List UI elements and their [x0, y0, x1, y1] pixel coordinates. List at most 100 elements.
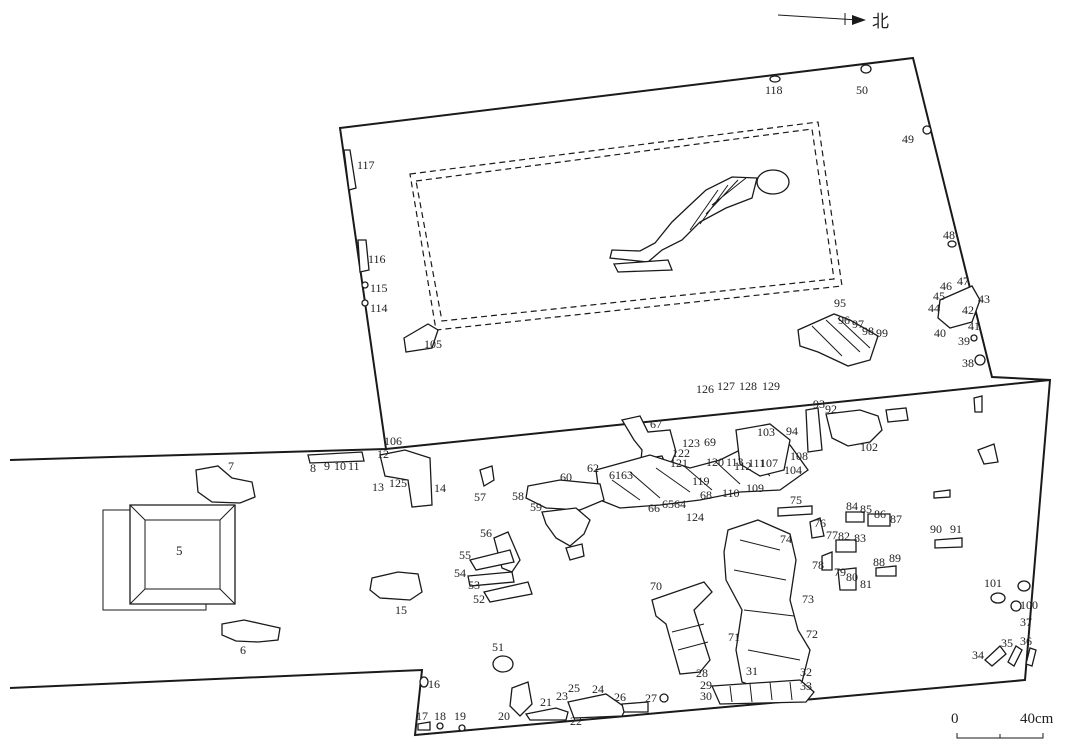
label-90: 90	[930, 522, 942, 536]
label-8: 8	[310, 461, 316, 475]
label-9: 9	[324, 459, 330, 473]
label-119: 119	[692, 474, 710, 488]
label-124: 124	[686, 510, 704, 524]
label-35: 35	[1001, 636, 1013, 650]
label-97: 97	[852, 317, 864, 331]
label-84: 84	[846, 499, 858, 513]
label-103: 103	[757, 425, 775, 439]
label-50: 50	[856, 83, 868, 97]
label-80: 80	[846, 570, 858, 584]
label-121: 121	[670, 456, 688, 470]
label-14: 14	[434, 481, 446, 495]
label-34: 34	[972, 648, 984, 662]
label-100: 100	[1020, 598, 1038, 612]
label-47: 47	[957, 274, 969, 288]
label-31: 31	[746, 664, 758, 678]
label-78: 78	[812, 558, 824, 572]
label-98: 98	[862, 324, 874, 338]
label-79: 79	[834, 565, 846, 579]
label-26: 26	[614, 690, 626, 704]
label-65: 65	[662, 497, 674, 511]
label-17: 17	[416, 709, 428, 723]
label-104: 104	[784, 463, 802, 477]
scale-zero-label: 0	[951, 711, 959, 727]
label-105: 105	[424, 337, 442, 351]
label-82: 82	[838, 529, 850, 543]
label-71: 71	[728, 630, 740, 644]
label-68: 68	[700, 488, 712, 502]
label-62: 62	[587, 461, 599, 475]
label-29: 29	[700, 678, 712, 692]
label-43: 43	[978, 292, 990, 306]
label-23: 23	[556, 689, 568, 703]
scale-end-label: 40cm	[1020, 711, 1054, 727]
coffin-outline	[409, 121, 843, 331]
label-25: 25	[568, 681, 580, 695]
label-102: 102	[860, 440, 878, 454]
label-57: 57	[474, 490, 486, 504]
label-7: 7	[228, 459, 234, 473]
label-28: 28	[696, 666, 708, 680]
label-24: 24	[592, 682, 604, 696]
label-96: 96	[838, 313, 850, 327]
label-55: 55	[459, 548, 471, 562]
label-99: 99	[876, 326, 888, 340]
label-112: 112	[734, 459, 752, 473]
label-93: 93	[813, 397, 825, 411]
label-81: 81	[860, 577, 872, 591]
label-83: 83	[854, 531, 866, 545]
label-27: 27	[645, 691, 657, 705]
label-48: 48	[943, 228, 955, 242]
label-40: 40	[934, 326, 946, 340]
label-33: 33	[800, 679, 812, 693]
label-20: 20	[498, 709, 510, 723]
label-77: 77	[826, 528, 838, 542]
label-61: 61	[609, 468, 621, 482]
label-110: 110	[722, 486, 740, 500]
label-106: 106	[384, 434, 402, 448]
label-91: 91	[950, 522, 962, 536]
label-89: 89	[889, 551, 901, 565]
label-15: 15	[395, 603, 407, 617]
label-39: 39	[958, 334, 970, 348]
label-117: 117	[357, 158, 375, 172]
label-111: 111	[748, 456, 765, 470]
scale-bar: 0 40cm	[951, 711, 1054, 739]
label-30: 30	[700, 689, 712, 703]
label-64: 64	[674, 497, 686, 511]
label-6: 6	[240, 643, 246, 657]
label-92: 92	[825, 402, 837, 416]
label-107: 107	[760, 456, 778, 470]
label-49: 49	[902, 132, 914, 146]
north-label: 北	[872, 12, 889, 32]
label-45: 45	[933, 289, 945, 303]
label-113: 113	[726, 455, 744, 469]
label-22: 22	[570, 714, 582, 728]
label-116: 116	[368, 252, 386, 266]
label-115: 115	[370, 281, 388, 295]
altar-platform	[102, 504, 236, 611]
label-73: 73	[802, 592, 814, 606]
label-94: 94	[786, 424, 798, 438]
label-19: 19	[454, 709, 466, 723]
label-127: 127	[717, 379, 735, 393]
label-18: 18	[434, 709, 446, 723]
label-118: 118	[765, 83, 783, 97]
label-63: 63	[621, 468, 633, 482]
label-41: 41	[968, 319, 980, 333]
label-75: 75	[790, 493, 802, 507]
label-86: 86	[874, 507, 886, 521]
label-37: 37	[1020, 615, 1032, 629]
label-70: 70	[650, 579, 662, 593]
label-88: 88	[873, 555, 885, 569]
label-114: 114	[370, 301, 388, 315]
tomb-outline	[9, 56, 1052, 737]
label-59: 59	[530, 500, 542, 514]
north-arrow: 北	[777, 12, 889, 32]
label-51: 51	[492, 640, 504, 654]
label-42: 42	[962, 303, 974, 317]
label-13: 13	[372, 480, 384, 494]
label-36: 36	[1020, 634, 1032, 648]
label-129: 129	[762, 379, 780, 393]
